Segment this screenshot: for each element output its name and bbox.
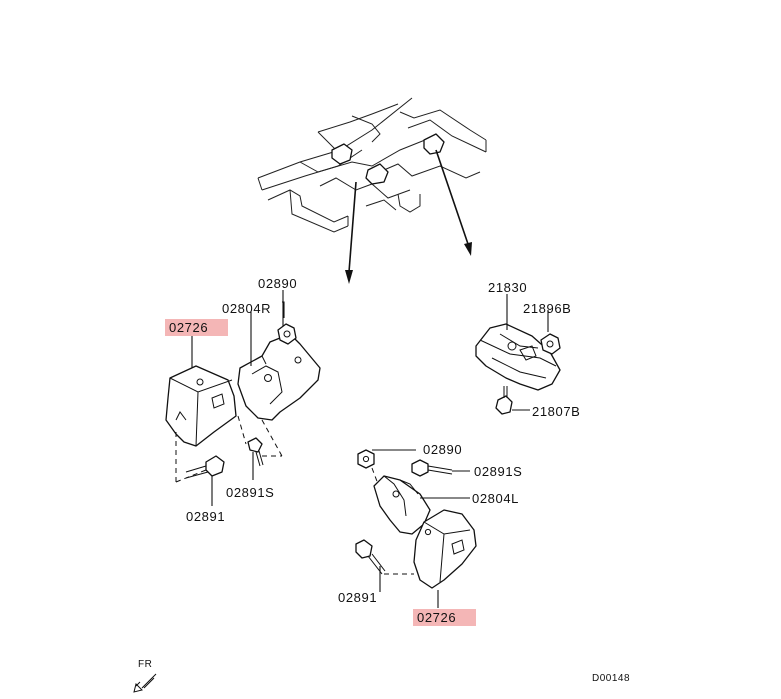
engine-mount-02726-left xyxy=(165,365,237,447)
part-label-02891S-lower: 02891S xyxy=(474,464,522,479)
left-bracket-02804L xyxy=(373,475,431,535)
engine-mount-02726-lower xyxy=(413,509,477,589)
install-lines-left xyxy=(175,415,283,483)
part-label-21896B: 21896B xyxy=(523,301,571,316)
bolt-02891S-left xyxy=(247,437,264,467)
nut-02890-lower xyxy=(357,449,375,469)
right-bracket-02804R xyxy=(237,333,321,421)
highlight-02726-lower xyxy=(413,609,476,626)
fr-label: FR xyxy=(138,659,152,670)
part-label-02726-lower: 02726 xyxy=(417,610,456,625)
bolt-02891S-lower xyxy=(411,459,453,477)
chassis-frame xyxy=(257,97,487,233)
part-label-02891-left: 02891 xyxy=(186,509,225,524)
direction-arrows xyxy=(345,149,472,284)
part-label-02891S-left: 02891S xyxy=(226,485,274,500)
part-label-02890-top: 02890 xyxy=(258,276,297,291)
part-label-02890-lower: 02890 xyxy=(423,442,462,457)
part-label-02891-lower: 02891 xyxy=(338,590,377,605)
nut-02890-left xyxy=(277,323,297,345)
part-label-21830: 21830 xyxy=(488,280,527,295)
part-label-02726-left: 02726 xyxy=(169,320,208,335)
bolt-02891-left xyxy=(185,455,225,479)
part-label-21807B: 21807B xyxy=(532,404,580,419)
diagram-code: D00148 xyxy=(592,673,630,684)
highlight-02726-left xyxy=(165,319,228,336)
part-label-02804L: 02804L xyxy=(472,491,519,506)
part-label-02804R: 02804R xyxy=(222,301,271,316)
bolt-02891-lower xyxy=(355,539,386,575)
install-lines-lower xyxy=(371,467,414,575)
nut-21896B xyxy=(540,333,561,355)
fr-arrow-icon xyxy=(133,673,157,693)
front-direction-indicator: FR xyxy=(133,659,157,693)
bolt-21807B xyxy=(495,386,513,415)
mount-21830 xyxy=(475,323,561,391)
leader-lines xyxy=(191,290,549,608)
